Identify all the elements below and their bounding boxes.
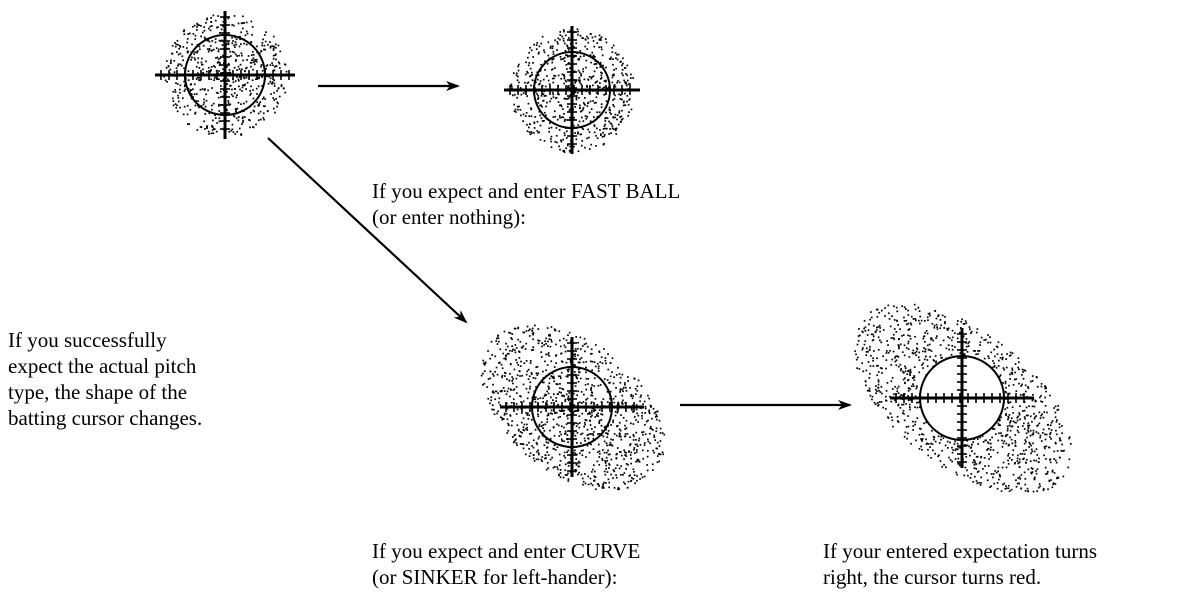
arrow-to-curve [267, 137, 468, 324]
correct-caption: If your entered expectation turns right,… [823, 538, 1097, 590]
cursor-default [155, 11, 295, 139]
cursor-curve-correct [854, 303, 1072, 493]
intro-caption: If you successfully expect the actual pi… [8, 327, 202, 431]
fastball-caption-line-2: (or enter nothing): [372, 205, 526, 229]
cursor-fastball [504, 26, 640, 154]
intro-caption-line-2: expect the actual pitch [8, 354, 197, 378]
cursor-curve [480, 324, 666, 491]
curve-caption-line-2: (or SINKER for left-hander): [372, 565, 618, 589]
curve-caption-line-1: If you expect and enter CURVE [372, 539, 641, 563]
fastball-caption: If you expect and enter FAST BALL (or en… [372, 178, 680, 230]
correct-caption-line-1: If your entered expectation turns [823, 539, 1098, 563]
intro-caption-line-3: type, the shape of the [8, 380, 188, 404]
intro-caption-line-4: batting cursor changes. [8, 406, 203, 430]
fastball-caption-line-1: If you expect and enter FAST BALL [372, 179, 681, 203]
curve-caption: If you expect and enter CURVE (or SINKER… [372, 538, 640, 590]
intro-caption-line-1: If you successfully [8, 328, 167, 352]
correct-caption-line-2: right, the cursor turns red. [823, 565, 1042, 589]
